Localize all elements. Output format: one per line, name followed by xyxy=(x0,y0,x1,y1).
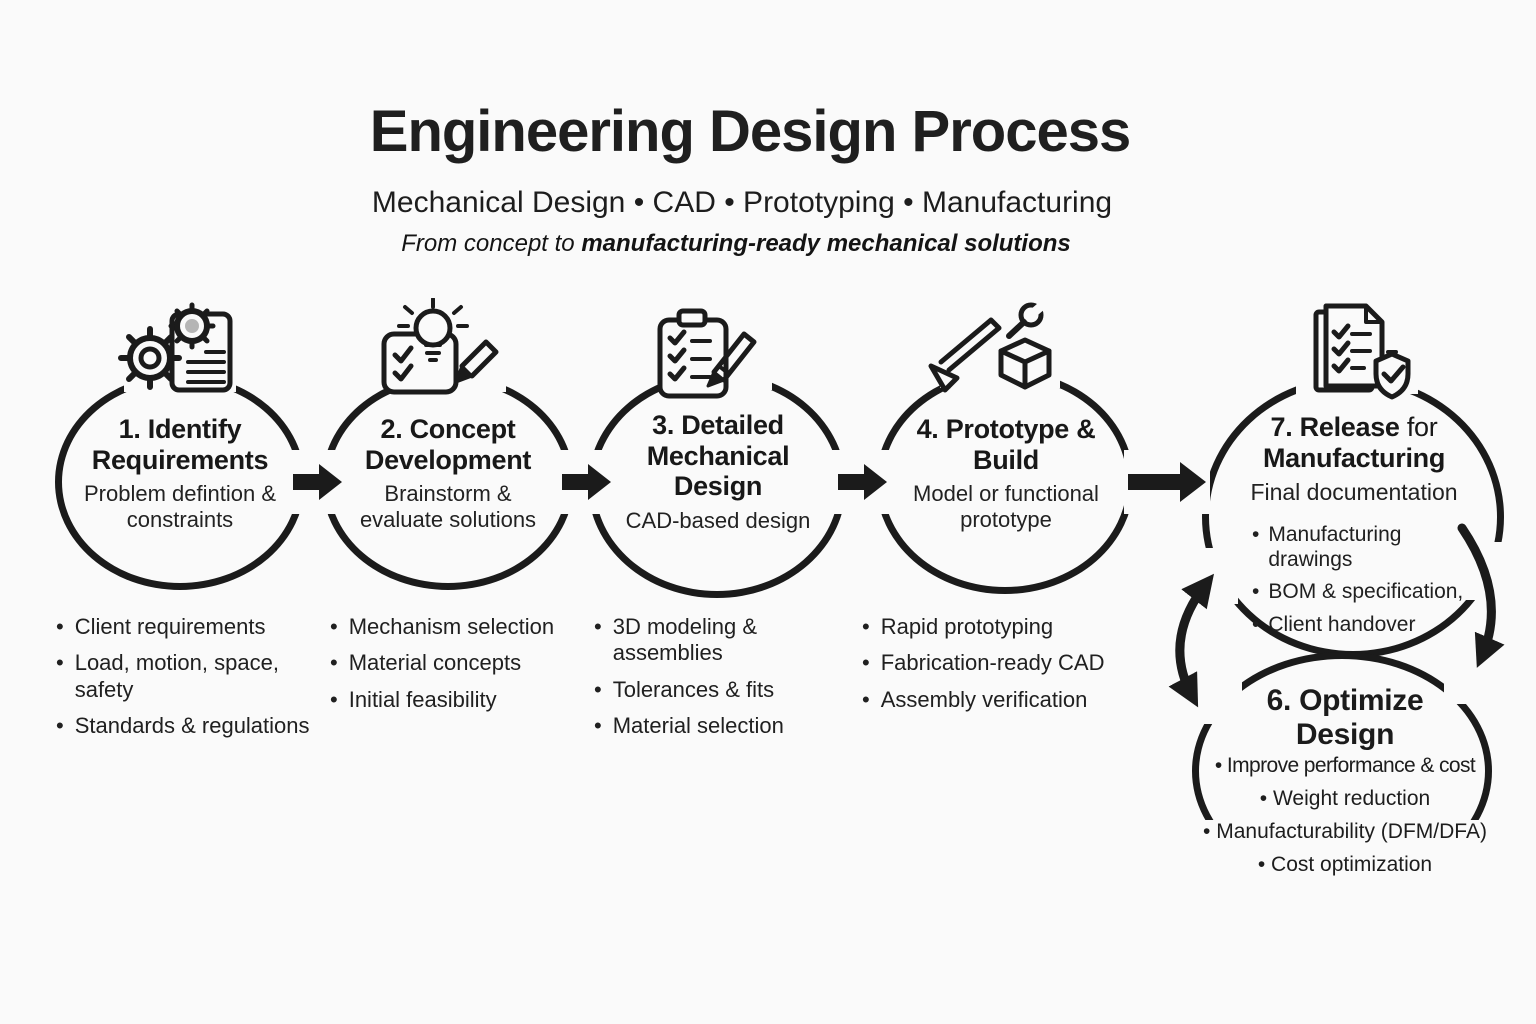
step-title-4: 4. Prototype & Build xyxy=(916,414,1096,475)
step-1-bullet-list: •Client requirements •Load, motion, spac… xyxy=(56,614,314,750)
step-7-bullet-list: •Manufacturing drawings •BOM & specifica… xyxy=(1252,522,1482,644)
clipboard-pencil-icon xyxy=(657,308,757,399)
bullet-item: • Weight reduction xyxy=(1259,787,1431,811)
bullet-item: •Material concepts xyxy=(330,650,522,676)
bullet-item: • Cost optimization xyxy=(1257,853,1433,877)
document-shield-check-icon xyxy=(1313,303,1411,400)
bullet-item: •BOM & specification, xyxy=(1252,580,1464,604)
step-subtitle-7: Final documentation xyxy=(1250,479,1458,505)
tagline-regular: From concept to xyxy=(401,230,582,257)
step-subtitle-2: Brainstorm & evaluate solutions xyxy=(359,481,537,532)
bullet-item: •Manufacturing drawings xyxy=(1252,523,1402,572)
page-tagline: From concept to manufacturing-ready mech… xyxy=(0,230,1472,258)
bullet-item: •Rapid prototyping xyxy=(862,614,1054,639)
bullet-item: • Improve performance & cost xyxy=(1214,754,1476,777)
bullet-item: • Manufacturability (DFM/DFA) xyxy=(1203,820,1487,844)
step-title-3: 3. Detailed Mechanical Design xyxy=(646,410,790,501)
caliper-wrench-cube-icon xyxy=(928,298,1052,393)
step-6-bullet-list: • Improve performance & cost • Weight re… xyxy=(1172,754,1518,886)
bullet-item: •3D modeling & assemblies xyxy=(594,614,758,666)
bullet-item: •Mechanism selection xyxy=(330,614,555,639)
bullet-item: •Client handover xyxy=(1252,612,1416,636)
step-subtitle-1: Problem defintion & constraints xyxy=(84,481,276,532)
circle-gap-patch xyxy=(1444,656,1500,704)
step-title-7-regular: for xyxy=(1406,412,1438,442)
step-4-bullet-list: •Rapid prototyping •Fabrication-ready CA… xyxy=(862,614,1162,723)
circle-gap-patch xyxy=(830,450,890,514)
gears-document-icon xyxy=(118,302,233,393)
step-subtitle-4: Model or functional prototype xyxy=(913,481,1099,532)
step-title-1: 1. Identify Requirements xyxy=(91,414,269,475)
step-2-bullet-list: •Mechanism selection •Material concepts … xyxy=(330,614,580,723)
bullet-item: •Client requirements xyxy=(56,614,266,639)
step-3-bullet-list: •3D modeling & assemblies •Tolerances & … xyxy=(594,614,826,750)
circle-gap-patch xyxy=(1124,450,1210,514)
step-title-6: 6. Optimize Design xyxy=(1266,684,1424,751)
step-title-2: 2. Concept Development xyxy=(364,414,532,475)
bullet-item: •Tolerances & fits xyxy=(594,676,775,702)
page-title: Engineering Design Process xyxy=(369,99,1131,164)
step-subtitle-3: CAD-based design xyxy=(625,507,811,533)
bullet-item: •Standards & regulations xyxy=(56,713,310,739)
circle-gap-patch xyxy=(1204,678,1242,724)
bullet-item: •Material selection xyxy=(594,713,784,739)
step-title-7-line2: Manufacturing xyxy=(1262,442,1446,473)
bullet-item: •Load, motion, space, safety xyxy=(56,650,279,702)
bullet-item: •Fabrication-ready CAD xyxy=(862,650,1105,676)
lightbulb-checklist-pencil-icon xyxy=(381,297,499,395)
circle-gap-patch xyxy=(1188,548,1238,604)
bullet-item: •Assembly verification xyxy=(862,686,1088,712)
bullet-item: •Initial feasibility xyxy=(330,686,497,712)
circle-gap-patch xyxy=(1198,820,1494,898)
step-title-7-bold: 7. Release xyxy=(1270,412,1400,442)
tagline-bold: manufacturing-ready mechanical solutions xyxy=(581,230,1071,257)
page-subtitle: Mechanical Design • CAD • Prototyping • … xyxy=(371,186,1113,219)
